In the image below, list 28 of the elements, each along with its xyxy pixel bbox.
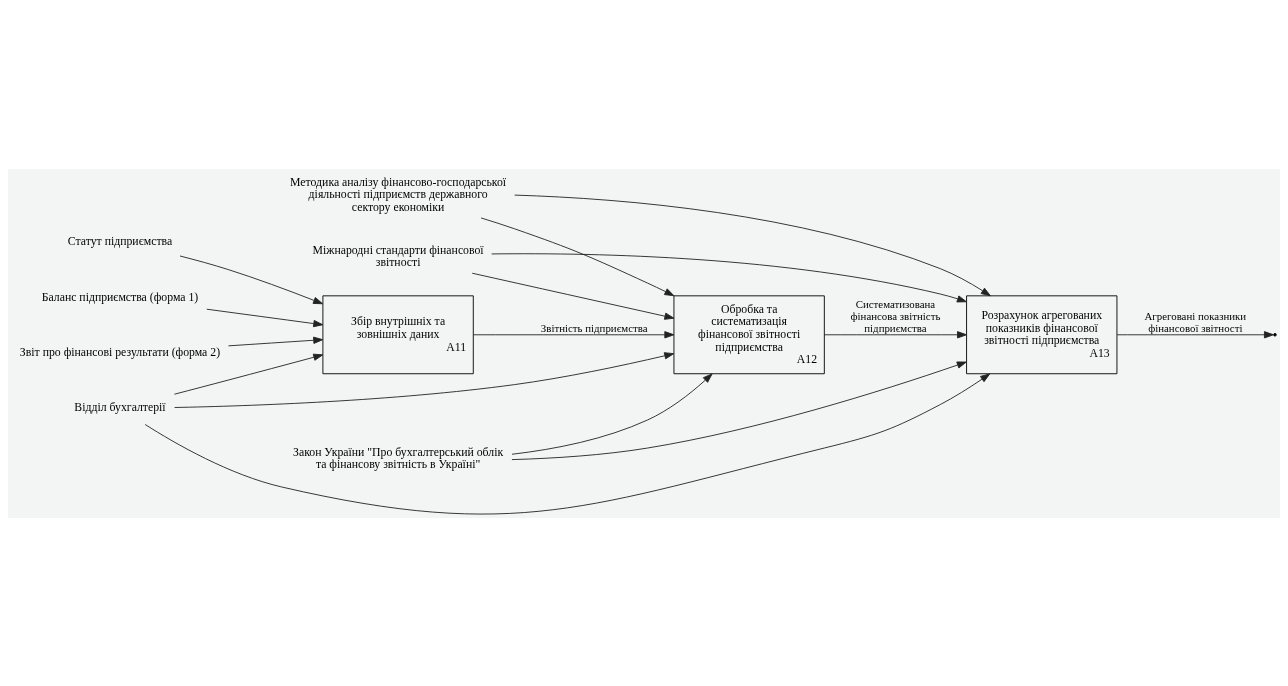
edge-label: Звітність підприємства [540,321,648,334]
arrow [228,336,324,346]
arrow [174,351,675,408]
node-text: Статут підприємства [67,234,173,248]
arrow [480,216,675,296]
node-text: Відділ бухгалтерії [74,400,166,414]
arrow [144,372,991,514]
arrow [511,361,967,460]
node-text: Баланс підприємства (форма 1) [41,290,199,304]
arrow [511,372,713,455]
edge-label: Систематизована фінансова звітність підприємства [850,297,941,334]
arrow [173,353,324,395]
arrow [179,255,324,304]
arrow [471,272,675,320]
node-text: Закон України "Про бухгалтерський облік та фінансову звітність в Україні" [293,445,504,471]
node-text: Міжнародні стандарти фінансової звітності [312,243,484,269]
node-box: Збір внутрішніх та зовнішніх даних A11 [322,294,474,374]
arrow [1116,330,1274,338]
node-box: Обробка та систематизація фінансової звітності підприємства A12 [673,294,825,374]
arrow [473,330,675,338]
node-text: Методика аналізу фінансово-господарської діяльності підприємств державного сектору економіки [290,175,507,214]
edge-label: Агреговані показники фінансової звітності [1144,309,1247,334]
arrow [491,252,967,302]
arrow [514,194,991,296]
arrow [824,330,967,338]
node-text: Звіт про фінансові результати (форма 2) [19,345,221,359]
arrow [206,308,324,327]
node-box: Розрахунок агрегованих показників фінансової звітності підприємства A13 [966,294,1118,374]
